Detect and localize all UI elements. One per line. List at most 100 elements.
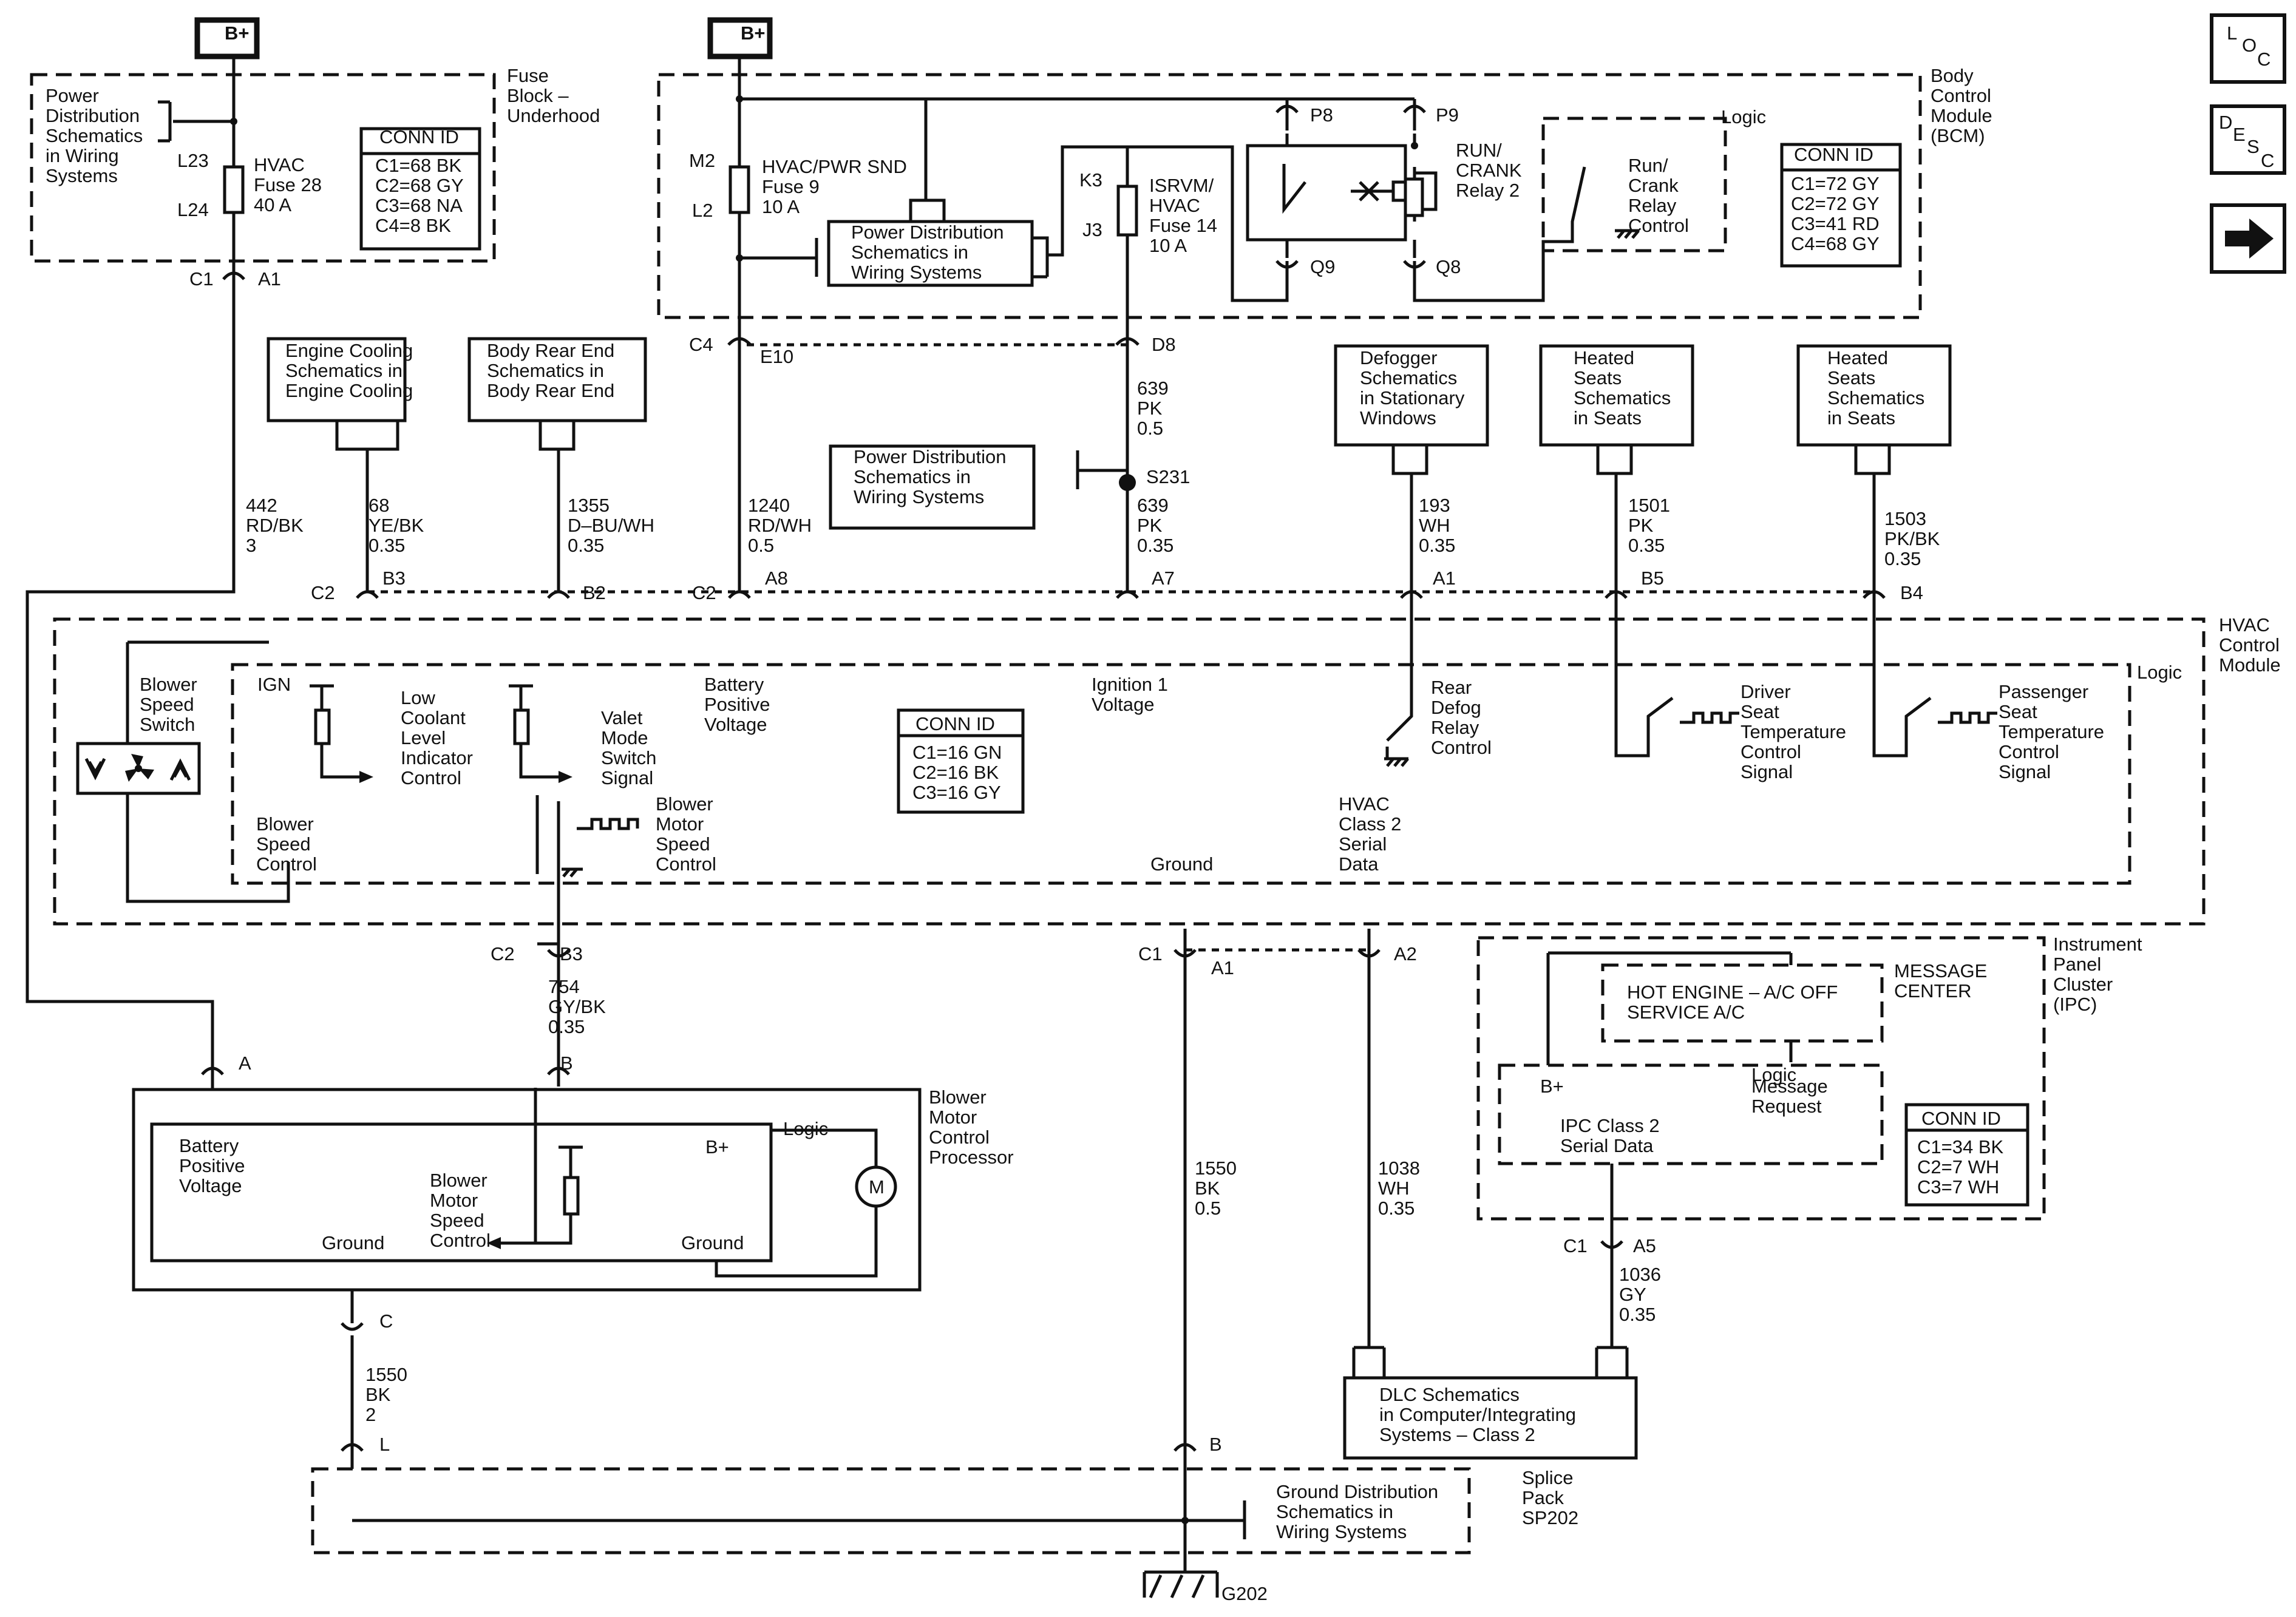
diagram-label: C3=41 RD	[1791, 213, 1880, 234]
diagram-label: Signal	[601, 767, 653, 788]
desc-button[interactable]: D E S C	[2210, 104, 2286, 175]
diagram-label: Data	[1339, 853, 1379, 875]
diagram-label: B3	[560, 943, 583, 964]
diagram-label: Coolant	[401, 707, 466, 728]
diagram-label: RUN/	[1456, 140, 1502, 161]
diagram-label: Schematics	[1827, 387, 1924, 408]
diagram-label: Seat	[1999, 701, 2037, 722]
diagram-label: B+	[741, 22, 766, 44]
diagram-label: C1=34 BK	[1917, 1136, 2004, 1158]
diagram-label: RD/WH	[748, 515, 812, 536]
diagram-label: Run/	[1628, 155, 1668, 176]
diagram-label: HOT ENGINE – A/C OFF	[1627, 981, 1838, 1003]
diagram-label: 754	[548, 976, 580, 997]
diagram-label: Rear	[1431, 677, 1472, 698]
diagram-label: Power Distribution	[854, 446, 1007, 467]
diagram-label: C1=16 GN	[912, 742, 1002, 763]
diagram-label: IPC Class 2	[1560, 1115, 1660, 1136]
diagram-label: in Seats	[1827, 407, 1895, 429]
hvac-module-outline	[53, 617, 2206, 926]
diagram-label: Q9	[1310, 256, 1335, 277]
fuse-14	[1116, 185, 1138, 237]
diagram-label: (IPC)	[2053, 994, 2097, 1015]
relay-splice-dot	[1411, 142, 1418, 149]
diagram-label: A1	[1211, 957, 1234, 978]
diagram-label: Control	[656, 853, 716, 875]
diagram-label: 0.35	[1619, 1304, 1656, 1325]
diagram-label: L23	[177, 150, 209, 171]
blower-motor-processor-logic	[150, 1122, 773, 1263]
diagram-label: C1=72 GY	[1791, 173, 1880, 194]
desc-letter-d: D	[2219, 112, 2232, 133]
valet-resistor	[513, 708, 530, 745]
fuse-28	[223, 165, 245, 214]
diagram-label: Schematics	[46, 125, 143, 146]
diagram-label: C1=68 BK	[375, 155, 462, 176]
diagram-label: Seat	[1741, 701, 1779, 722]
blower-motor-processor-outer	[132, 1088, 922, 1292]
diagram-label: 1038	[1378, 1158, 1420, 1179]
right-arrow-icon	[2225, 219, 2274, 259]
diagram-label: Wiring Systems	[854, 486, 984, 507]
diagram-label: G202	[1221, 1583, 1268, 1604]
diagram-label: Class 2	[1339, 813, 1401, 835]
diagram-label: Module	[2219, 654, 2281, 676]
next-arrow-button[interactable]	[2210, 203, 2286, 274]
diagram-label: Engine Cooling	[285, 380, 413, 401]
diagram-label: Mode	[601, 727, 648, 748]
diagram-label: Q8	[1436, 256, 1461, 277]
motor-letter: M	[869, 1176, 885, 1198]
diagram-label: Schematics in	[851, 242, 968, 263]
diagram-label: A8	[765, 568, 788, 589]
diagram-label: E10	[760, 346, 793, 367]
diagram-label: B2	[583, 582, 606, 603]
diagram-label: 1355	[568, 495, 610, 516]
diagram-label: Relay	[1628, 195, 1677, 216]
diagram-label: ISRVM/	[1149, 175, 1214, 196]
diagram-label: CRANK	[1456, 160, 1522, 181]
diagram-label: Body Rear End	[487, 380, 614, 401]
diagram-label: C1	[1138, 943, 1163, 964]
diagram-label: A1	[1433, 568, 1456, 589]
diagram-label: Logic	[1721, 106, 1766, 127]
diagram-label: Ground Distribution	[1276, 1481, 1438, 1502]
diagram-label: L2	[692, 200, 713, 221]
desc-letter-s: S	[2247, 136, 2260, 157]
bcm-splice-dot	[736, 95, 743, 103]
diagram-label: Logic	[2137, 662, 2182, 683]
diagram-label: Blower	[256, 813, 314, 835]
diagram-label: PK	[1628, 515, 1654, 536]
diagram-label: Schematics in	[487, 360, 604, 381]
battery-box-1	[194, 17, 260, 59]
diagram-label: S231	[1146, 466, 1190, 487]
diagram-label: A1	[258, 268, 281, 290]
diagram-label: HVAC	[1339, 793, 1390, 815]
ipc-outline	[1476, 936, 2046, 1221]
diagram-label: Logic	[1751, 1064, 1796, 1085]
diagram-label: Logic	[783, 1118, 828, 1139]
diagram-label: Seats	[1574, 367, 1622, 388]
diagram-label: CONN ID	[915, 713, 995, 734]
diagram-label: Relay	[1431, 717, 1479, 738]
diagram-label: Speed	[430, 1210, 484, 1231]
diagram-label: Schematics in	[1276, 1501, 1393, 1522]
diagram-label: Voltage	[179, 1175, 242, 1196]
diagram-label: Relay 2	[1456, 180, 1520, 201]
diagram-label: Motor	[929, 1107, 977, 1128]
diagram-label: C3=68 NA	[375, 195, 463, 216]
diagram-label: A	[239, 1053, 251, 1074]
diagram-label: A2	[1394, 943, 1417, 964]
diagram-label: Serial Data	[1560, 1135, 1654, 1156]
diagram-label: CONN ID	[1921, 1108, 2001, 1129]
diagram-label: Low	[401, 687, 435, 708]
defogger-box	[1334, 344, 1489, 447]
diagram-label: 10 A	[1149, 235, 1187, 256]
loc-button[interactable]: L O C	[2210, 13, 2286, 84]
diagram-label: 0.35	[568, 535, 604, 556]
diagram-label: 0.5	[748, 535, 774, 556]
rear-defog-ground-icon	[1384, 757, 1409, 767]
diagram-label: Ignition 1	[1092, 674, 1168, 695]
bcm-ground-icon	[1615, 229, 1640, 239]
diagram-label: B+	[1540, 1076, 1564, 1097]
diagram-label: WH	[1419, 515, 1450, 536]
